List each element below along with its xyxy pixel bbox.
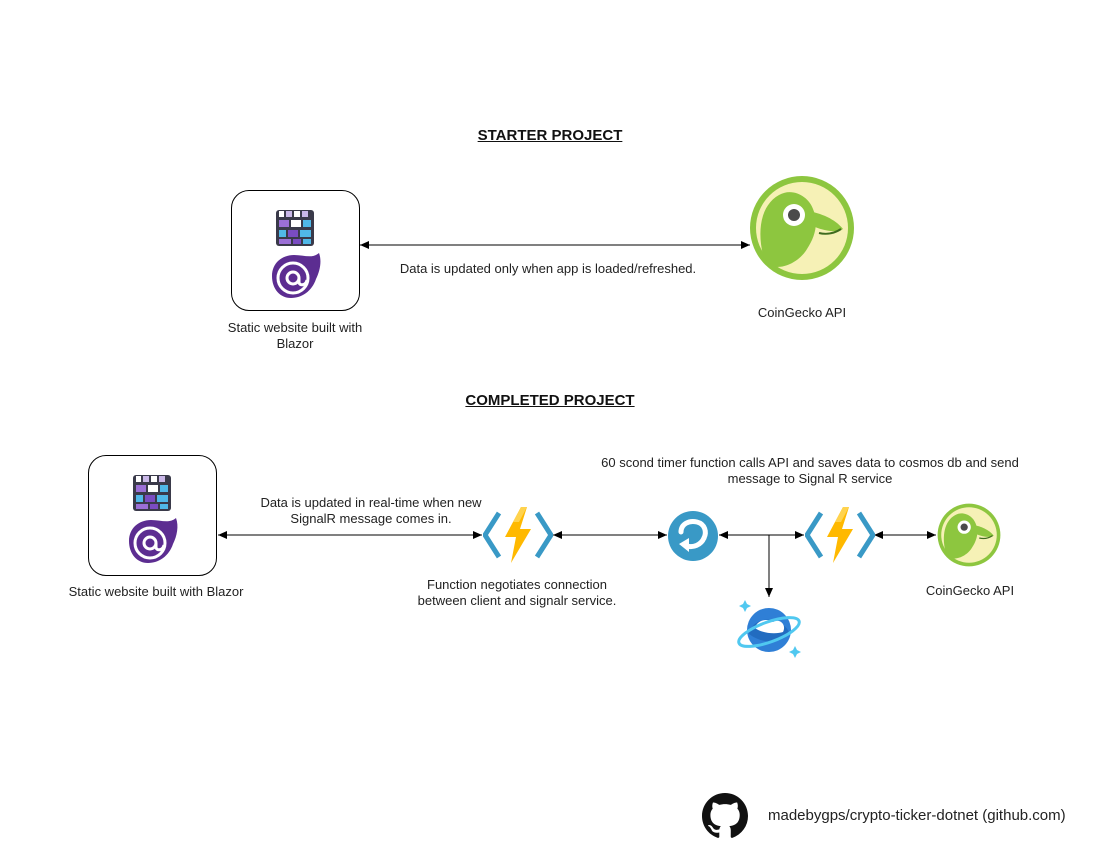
- realtime-edge-label: Data is updated in real-time when new Si…: [260, 495, 482, 526]
- starter-heading: STARTER PROJECT: [477, 127, 623, 144]
- github-icon[interactable]: [702, 793, 748, 839]
- starter-api-label: CoinGecko API: [757, 305, 847, 320]
- cosmos-db-icon: [737, 600, 801, 658]
- blazor-icon: [272, 253, 321, 298]
- completed-website-label: Static website built with Blazor: [68, 584, 244, 599]
- coingecko-icon: [750, 176, 854, 280]
- signalr-icon: [668, 511, 718, 561]
- static-web-app-icon: [276, 210, 314, 246]
- negotiate-label: Function negotiates connection between c…: [417, 577, 617, 608]
- coingecko-icon: [937, 503, 1001, 567]
- completed-heading: COMPLETED PROJECT: [465, 392, 635, 409]
- starter-website-node: [231, 190, 360, 311]
- timer-label: 60 scond timer function calls API and sa…: [601, 455, 1019, 486]
- static-web-app-icon: [133, 475, 171, 511]
- completed-api-label: CoinGecko API: [925, 583, 1015, 598]
- completed-website-node: [88, 455, 217, 576]
- azure-function-icon: [805, 507, 875, 563]
- starter-edge-label: Data is updated only when app is loaded/…: [399, 261, 697, 276]
- repo-link[interactable]: madebygps/crypto-ticker-dotnet (github.c…: [768, 807, 1066, 824]
- starter-website-label: Static website built with Blazor: [227, 320, 363, 351]
- azure-function-icon: [483, 507, 553, 563]
- blazor-icon: [129, 518, 178, 563]
